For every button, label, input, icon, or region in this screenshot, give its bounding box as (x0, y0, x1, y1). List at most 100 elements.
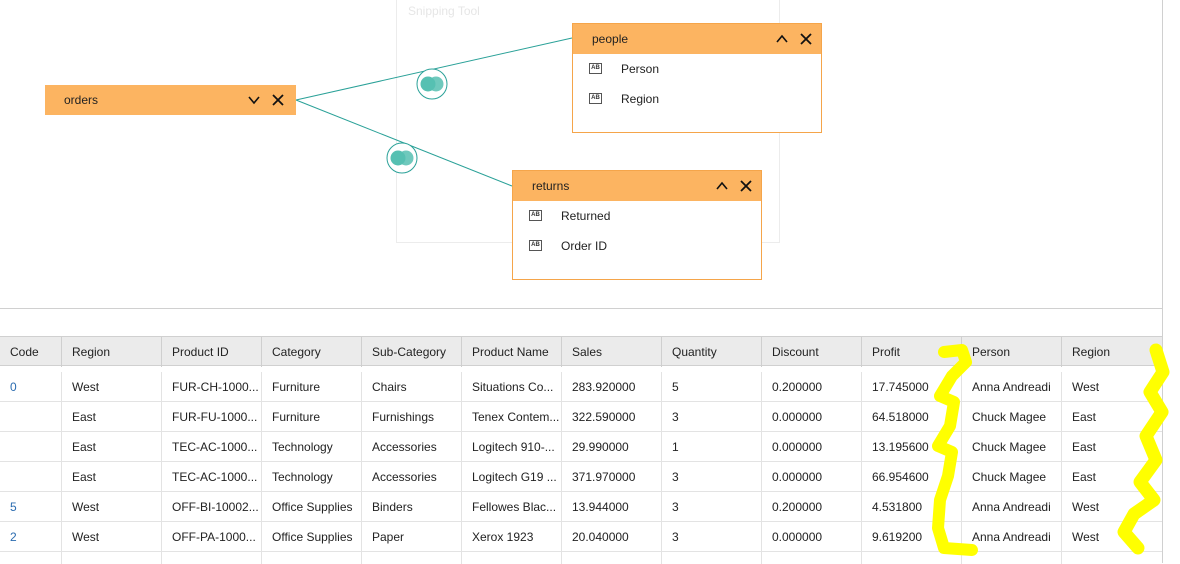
table-cell[interactable]: 0.200000 (761, 372, 861, 402)
table-cell[interactable]: 13.944000 (561, 492, 661, 522)
table-returns-header[interactable]: returns (513, 171, 761, 201)
table-cell[interactable]: Situations Co... (461, 372, 561, 402)
table-cell[interactable]: TEC-AC-1000... (161, 432, 261, 462)
table-cell[interactable]: Furniture (261, 372, 361, 402)
table-cell[interactable]: 1 (661, 432, 761, 462)
table-cell[interactable]: West (1061, 492, 1162, 522)
join-icon-returns[interactable] (386, 142, 418, 174)
close-icon[interactable] (739, 171, 753, 201)
table-cell[interactable]: Paper (361, 522, 461, 552)
table-cell[interactable]: 5 (10, 500, 17, 514)
table-cell[interactable]: Technology (261, 432, 361, 462)
table-cell[interactable]: Fellowes Blac... (461, 492, 561, 522)
column-header[interactable]: Discount (761, 337, 861, 367)
table-cell[interactable]: Anna Andreadi (961, 492, 1061, 522)
column-header[interactable]: Person (961, 337, 1061, 367)
table-cell[interactable]: East (1061, 402, 1162, 432)
table-cell[interactable]: 283.920000 (561, 372, 661, 402)
pane-divider[interactable] (0, 308, 1162, 309)
close-icon[interactable] (271, 85, 285, 115)
table-cell[interactable]: West (1061, 372, 1162, 402)
table-cell[interactable]: FUR-CH-1000... (161, 372, 261, 402)
table-cell[interactable]: West (61, 372, 161, 402)
table-cell[interactable]: Tenex Contem... (461, 402, 561, 432)
table-cell[interactable] (0, 432, 61, 462)
table-cell[interactable]: 9.619200 (861, 522, 961, 552)
table-row[interactable] (0, 552, 1162, 564)
table-cell[interactable]: Furnishings (361, 402, 461, 432)
table-cell[interactable]: 64.518000 (861, 402, 961, 432)
column-header[interactable]: Product ID (161, 337, 261, 367)
column-header[interactable]: Code (10, 345, 39, 359)
table-cell[interactable]: East (61, 462, 161, 492)
table-cell[interactable]: East (1061, 462, 1162, 492)
table-cell[interactable]: FUR-FU-1000... (161, 402, 261, 432)
table-cell[interactable]: Anna Andreadi (961, 372, 1061, 402)
table-cell[interactable]: 0.000000 (761, 402, 861, 432)
field-returned[interactable]: AB Returned (513, 201, 761, 231)
table-cell[interactable]: OFF-PA-1000... (161, 522, 261, 552)
table-cell[interactable]: 0.000000 (761, 462, 861, 492)
column-header[interactable]: Quantity (661, 337, 761, 367)
table-cell[interactable]: Chuck Magee (961, 432, 1061, 462)
table-cell[interactable]: 5 (661, 372, 761, 402)
close-icon[interactable] (799, 24, 813, 54)
chevron-up-icon[interactable] (775, 24, 789, 54)
table-cell[interactable]: East (61, 402, 161, 432)
table-cell[interactable]: Accessories (361, 462, 461, 492)
join-icon-people[interactable] (416, 68, 448, 100)
column-header[interactable]: Sub-Category (361, 337, 461, 367)
table-cell[interactable]: 0.200000 (761, 492, 861, 522)
table-cell[interactable]: OFF-BI-10002... (161, 492, 261, 522)
table-cell[interactable]: East (61, 432, 161, 462)
table-cell[interactable]: Technology (261, 462, 361, 492)
table-cell[interactable]: West (61, 522, 161, 552)
table-cell[interactable]: 13.195600 (861, 432, 961, 462)
table-cell[interactable]: Logitech G19 ... (461, 462, 561, 492)
table-cell[interactable]: Office Supplies (261, 492, 361, 522)
table-cell[interactable]: Anna Andreadi (961, 522, 1061, 552)
table-cell[interactable] (0, 402, 61, 432)
column-header[interactable]: Region (61, 337, 161, 367)
table-cell[interactable]: 0.000000 (761, 432, 861, 462)
table-people[interactable]: people AB Person AB Region (572, 23, 822, 133)
table-cell[interactable]: Chairs (361, 372, 461, 402)
table-cell[interactable]: 3 (661, 522, 761, 552)
column-header[interactable]: Region (1061, 337, 1162, 367)
table-cell[interactable]: West (1061, 522, 1162, 552)
table-cell[interactable]: Furniture (261, 402, 361, 432)
chevron-up-icon[interactable] (715, 171, 729, 201)
field-order-id[interactable]: AB Order ID (513, 231, 761, 261)
table-cell[interactable]: 371.970000 (561, 462, 661, 492)
table-orders-header[interactable]: orders (45, 85, 296, 115)
table-cell[interactable]: 322.590000 (561, 402, 661, 432)
table-cell[interactable]: Xerox 1923 (461, 522, 561, 552)
table-cell[interactable]: Chuck Magee (961, 462, 1061, 492)
table-cell[interactable]: 0 (10, 380, 17, 394)
table-orders[interactable]: orders (45, 85, 296, 115)
table-cell[interactable]: 3 (661, 462, 761, 492)
table-returns[interactable]: returns AB Returned AB Order ID (512, 170, 762, 280)
table-cell[interactable]: Chuck Magee (961, 402, 1061, 432)
table-cell[interactable]: 3 (661, 402, 761, 432)
table-cell[interactable]: 20.040000 (561, 522, 661, 552)
table-cell[interactable]: 29.990000 (561, 432, 661, 462)
chevron-down-icon[interactable] (247, 85, 261, 115)
table-cell[interactable]: TEC-AC-1000... (161, 462, 261, 492)
table-cell[interactable]: Binders (361, 492, 461, 522)
table-cell[interactable]: East (1061, 432, 1162, 462)
table-cell[interactable]: 2 (10, 530, 17, 544)
column-header[interactable]: Category (261, 337, 361, 367)
column-header[interactable]: Profit (861, 337, 961, 367)
field-region[interactable]: AB Region (573, 84, 821, 114)
table-cell[interactable]: 0.000000 (761, 522, 861, 552)
table-cell[interactable] (0, 462, 61, 492)
table-cell[interactable]: 66.954600 (861, 462, 961, 492)
table-cell[interactable]: Logitech 910-... (461, 432, 561, 462)
table-cell[interactable]: 17.745000 (861, 372, 961, 402)
